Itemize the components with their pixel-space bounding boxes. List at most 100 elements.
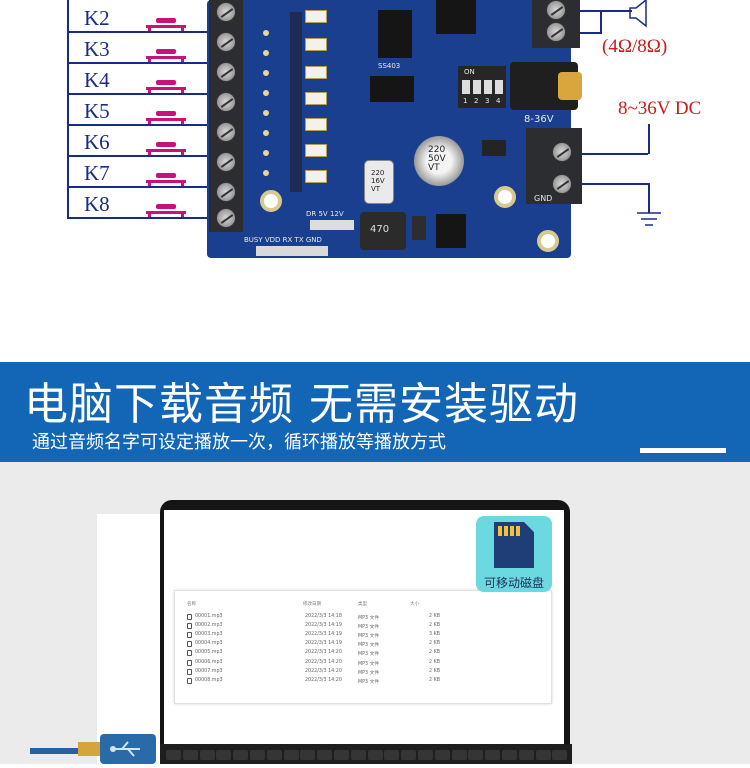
key-wire (67, 186, 210, 188)
capacitor-small: 220 16V VT (364, 160, 394, 204)
diode (412, 216, 426, 240)
key-wire (67, 62, 210, 64)
keyboard-key (418, 750, 433, 760)
file-row[interactable]: 00008.mp3 2022/3/3 14:20 MP3 文件 2 KB (187, 677, 547, 686)
key-wire (67, 93, 210, 95)
keyboard-key (300, 750, 316, 760)
file-type: MP3 文件 (358, 616, 380, 621)
mp3-file-icon (187, 623, 192, 630)
banner-subtitle: 通过音频名字可设定播放一次，循环播放等播放方式 (32, 432, 446, 453)
mp3-file-icon (187, 632, 192, 639)
mp3-file-icon (187, 614, 192, 620)
keyboard-key (182, 750, 198, 760)
speaker-impedance: (4Ω/8Ω) (602, 36, 668, 57)
keyboard-key (552, 750, 568, 760)
mp3-file-icon (187, 659, 192, 666)
key-wire (67, 217, 210, 219)
file-date: 2022/3/3 14:20 (305, 659, 342, 665)
file-date: 2022/3/3 14:20 (305, 668, 342, 674)
key-wire (67, 31, 210, 33)
usb-reader (100, 734, 156, 764)
removable-disk-label: 可移动磁盘 (483, 576, 544, 590)
keyboard-key (468, 750, 484, 760)
speaker-icon (629, 0, 647, 28)
file-name: 00003.mp3 (195, 632, 223, 638)
file-date: 2022/3/3 14:20 (305, 650, 342, 656)
mp3-file-icon (187, 641, 192, 648)
regulator-chip (436, 214, 466, 248)
col-header-type[interactable]: 类型 (358, 602, 367, 607)
file-size: 2 KB (429, 677, 441, 683)
jumper-silk: DR 5V 12V (306, 210, 344, 218)
key-wire (67, 155, 210, 157)
file-name: 00002.mp3 (195, 623, 223, 629)
file-date: 2022/3/3 14:18 (305, 614, 342, 619)
mount-hole (537, 230, 559, 252)
pin-header (256, 246, 328, 256)
keyboard-key (166, 750, 181, 760)
keyboard-key (199, 750, 215, 760)
keyboard-key (317, 750, 333, 760)
usb-icon (110, 741, 140, 757)
keyboard-key (434, 750, 450, 760)
file-type: MP3 文件 (358, 643, 380, 649)
file-size: 2 KB (429, 650, 441, 656)
power-label: 8~36V DC (618, 98, 702, 119)
file-name: 00006.mp3 (195, 659, 223, 665)
speaker-wire (580, 32, 600, 34)
file-size: 2 KB (429, 641, 441, 647)
power-wire (582, 153, 648, 155)
decoder-chip (378, 10, 412, 58)
keyboard-key (518, 750, 534, 760)
jumper-pins (310, 220, 354, 230)
keyboard-key (384, 750, 400, 760)
mp3-file-icon (187, 650, 192, 657)
chip-top-right (436, 0, 476, 34)
key-label: K3 (84, 37, 110, 61)
speaker-wire (580, 10, 632, 12)
col-header-date[interactable]: 修改日期 (303, 602, 321, 607)
keyboard-key (401, 750, 417, 760)
col-header-size[interactable]: 大小 (410, 602, 419, 607)
feature-banner: 电脑下载音频 无需安装驱动 通过音频名字可设定播放一次，循环播放等播放方式 (0, 362, 750, 462)
power-terminal (526, 128, 582, 204)
keyboard-key (250, 750, 265, 760)
file-type: MP3 文件 (358, 679, 380, 685)
mp3-file-icon (187, 677, 192, 684)
key-label: K5 (84, 99, 110, 123)
audio-jack (510, 62, 582, 110)
dip-switch[interactable]: ON 1 2 3 4 (458, 66, 506, 108)
amp-chip (370, 76, 414, 102)
removable-disk-icon[interactable]: 可移动磁盘 (476, 516, 552, 592)
capacitor-large: 220 50V VT (414, 136, 464, 186)
banner-title: 电脑下载音频 无需安装驱动 (24, 379, 579, 430)
file-size: 2 KB (429, 614, 441, 619)
file-size: 2 KB (429, 659, 441, 665)
usb-cable (30, 748, 100, 754)
key-wire (67, 124, 210, 126)
file-type: MP3 文件 (358, 670, 380, 676)
keyboard-key (535, 750, 551, 760)
file-name: 00008.mp3 (195, 677, 223, 683)
keyboard-key (283, 750, 299, 760)
laptop-keyboard (160, 744, 572, 764)
keyboard-key (216, 750, 232, 760)
keyboard-key (502, 750, 517, 760)
banner-accent-bar (640, 448, 726, 453)
file-name: 00004.mp3 (195, 641, 223, 647)
col-header-name[interactable]: 名称 (187, 602, 196, 607)
file-type: MP3 文件 (358, 625, 380, 631)
gnd-silk: GND (534, 194, 553, 203)
file-date: 2022/3/3 14:20 (305, 677, 342, 683)
power-wire (648, 124, 650, 154)
screw-terminal-block (209, 0, 243, 232)
